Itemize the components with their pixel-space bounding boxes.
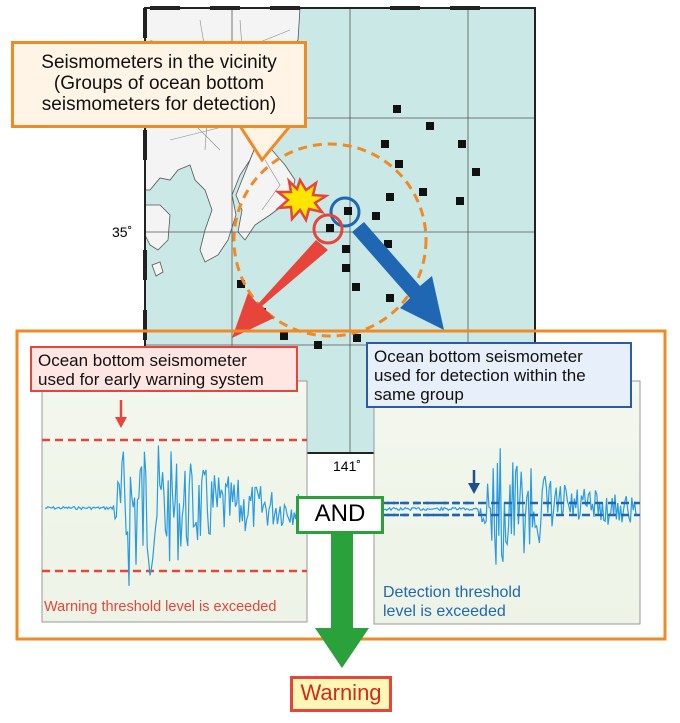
callout-line-1: Seismometers in the vicinity bbox=[41, 52, 277, 73]
detection-title-line-2: used for detection within the bbox=[374, 366, 586, 385]
detection-title-line-3: same group bbox=[374, 385, 464, 404]
seismometer-marker bbox=[472, 168, 480, 176]
epicenter-burst-icon bbox=[274, 177, 330, 224]
detection-onset-arrow-icon bbox=[468, 470, 480, 494]
seismometer-marker bbox=[353, 334, 361, 342]
seismometer-marker bbox=[419, 188, 427, 196]
seismometer-marker bbox=[326, 224, 334, 232]
boso-peninsula bbox=[235, 139, 296, 241]
seismometer-marker bbox=[384, 240, 392, 248]
seismometer-marker bbox=[393, 105, 401, 113]
warning-threshold-caption: Warning threshold level is exceeded bbox=[44, 599, 277, 615]
seismometer-marker bbox=[342, 264, 350, 272]
seismometer-marker bbox=[386, 294, 394, 302]
seismometer-marker bbox=[426, 122, 434, 130]
longitude-label: 141˚ bbox=[333, 458, 362, 474]
warning-seismometer-title: Ocean bottom seismometer used for early … bbox=[30, 346, 298, 392]
detection-seismometer-title: Ocean bottom seismometer used for detect… bbox=[366, 342, 632, 408]
detection-threshold-caption: Detection threshold level is exceeded bbox=[383, 583, 521, 621]
callout-line-3: seismometers for detection) bbox=[41, 94, 277, 115]
warning-onset-arrow-icon bbox=[115, 400, 127, 428]
seismometer-marker bbox=[342, 245, 350, 253]
seismometer-marker bbox=[381, 140, 389, 148]
seismometer-marker bbox=[314, 341, 322, 349]
vicinity-callout: Seismometers in the vicinity (Groups of … bbox=[11, 41, 307, 128]
detection-title-line-1: Ocean bottom seismometer bbox=[374, 347, 583, 366]
map-frame bbox=[144, 7, 536, 454]
detection-caption-line-2: level is exceeded bbox=[383, 603, 506, 620]
callout-line-2: (Groups of ocean bottom bbox=[53, 73, 265, 94]
seismometer-marker bbox=[344, 207, 352, 215]
warning-seismometer-highlight bbox=[312, 213, 344, 245]
left-waveform-panel bbox=[41, 380, 308, 623]
and-gate-label: AND bbox=[296, 496, 384, 534]
seismometer-marker bbox=[372, 212, 380, 220]
detection-seismometer-highlight bbox=[329, 196, 361, 228]
seismometer-marker bbox=[456, 197, 464, 205]
seismometer-marker bbox=[352, 283, 360, 291]
warning-result-label: Warning bbox=[290, 676, 392, 712]
detection-waveform bbox=[383, 448, 637, 565]
warning-title-line-2: used for early warning system bbox=[38, 370, 264, 389]
detection-caption-line-1: Detection threshold bbox=[383, 584, 521, 601]
vicinity-circle bbox=[232, 142, 428, 338]
seismometer-marker bbox=[280, 332, 288, 340]
blue-arrow bbox=[352, 222, 444, 330]
warning-waveform bbox=[44, 445, 305, 586]
island bbox=[151, 261, 164, 277]
latitude-label: 35˚ bbox=[112, 224, 133, 240]
seismometer-marker bbox=[458, 140, 466, 148]
red-arrow bbox=[232, 240, 328, 338]
seismometer-marker bbox=[386, 193, 394, 201]
seismometer-marker bbox=[237, 280, 245, 288]
green-arrow bbox=[315, 532, 369, 668]
seismometer-marker bbox=[395, 160, 403, 168]
warning-title-line-1: Ocean bottom seismometer bbox=[38, 351, 247, 370]
